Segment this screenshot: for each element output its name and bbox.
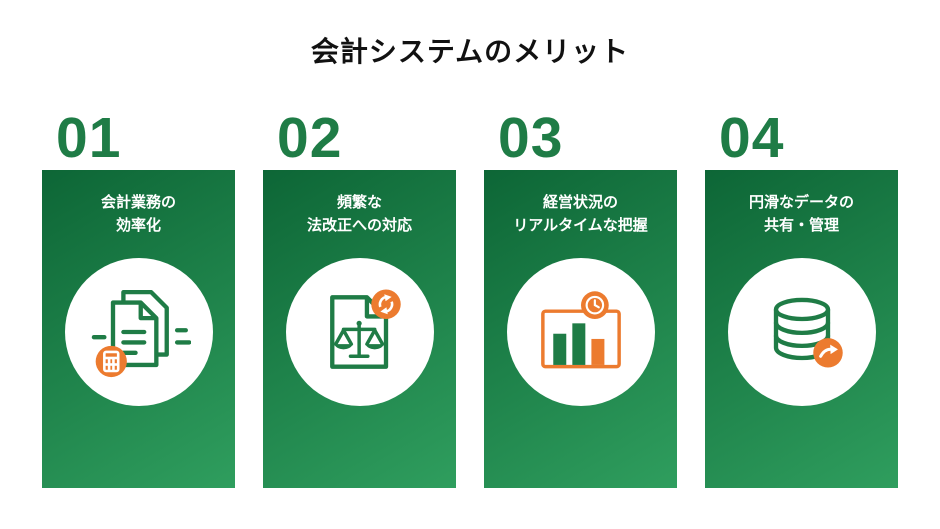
documents-calculator-icon [91,289,191,378]
benefit-label-4: 円滑なデータの 共有・管理 [749,192,854,238]
icon-circle-2 [285,258,434,406]
database-share-icon [773,297,843,368]
card-number-3: 03 [498,106,564,170]
icon-circle-1 [64,258,213,406]
card-column-1: 01 会計業務の 効率化 [42,110,235,488]
benefit-card-3: 経営状況の リアルタイムな把握 [484,170,677,488]
cards-row: 01 会計業務の 効率化 [42,110,898,488]
chart-clock-icon [540,291,621,369]
card-column-4: 04 円滑なデータの 共有・管理 [705,110,898,488]
benefit-label-3: 経営状況の リアルタイムな把握 [513,192,648,238]
benefit-label-2: 頻繁な 法改正への対応 [307,192,412,238]
benefit-label-4-line1: 円滑なデータの [748,194,854,211]
card-number-1: 01 [56,106,122,170]
scales-refresh-icon [329,289,401,369]
benefit-card-1: 会計業務の 効率化 [42,170,235,488]
benefit-label-1: 会計業務の 効率化 [101,192,176,238]
benefit-card-4: 円滑なデータの 共有・管理 [705,170,898,488]
benefit-label-3-line1: 経営状況の [542,194,618,211]
page-title: 会計システムのメリット [310,36,630,67]
icon-circle-3 [506,258,655,406]
benefit-label-1-line2: 効率化 [115,216,161,234]
card-column-3: 03 経営状況の リアルタイムな把握 [484,110,677,488]
card-number-4: 04 [719,106,785,170]
benefit-card-2: 頻繁な 法改正への対応 [263,170,456,488]
benefit-label-4-line2: 共有・管理 [763,216,839,234]
card-column-2: 02 頻繁な 法改正への対応 [263,110,456,488]
card-number-2: 02 [277,106,343,170]
benefit-label-1-line1: 会計業務の [100,194,176,211]
benefit-label-2-line2: 法改正への対応 [306,216,412,234]
benefit-label-3-line2: リアルタイムな把握 [513,216,648,234]
benefit-label-2-line1: 頻繁な [336,194,382,211]
icon-circle-4 [727,258,876,406]
